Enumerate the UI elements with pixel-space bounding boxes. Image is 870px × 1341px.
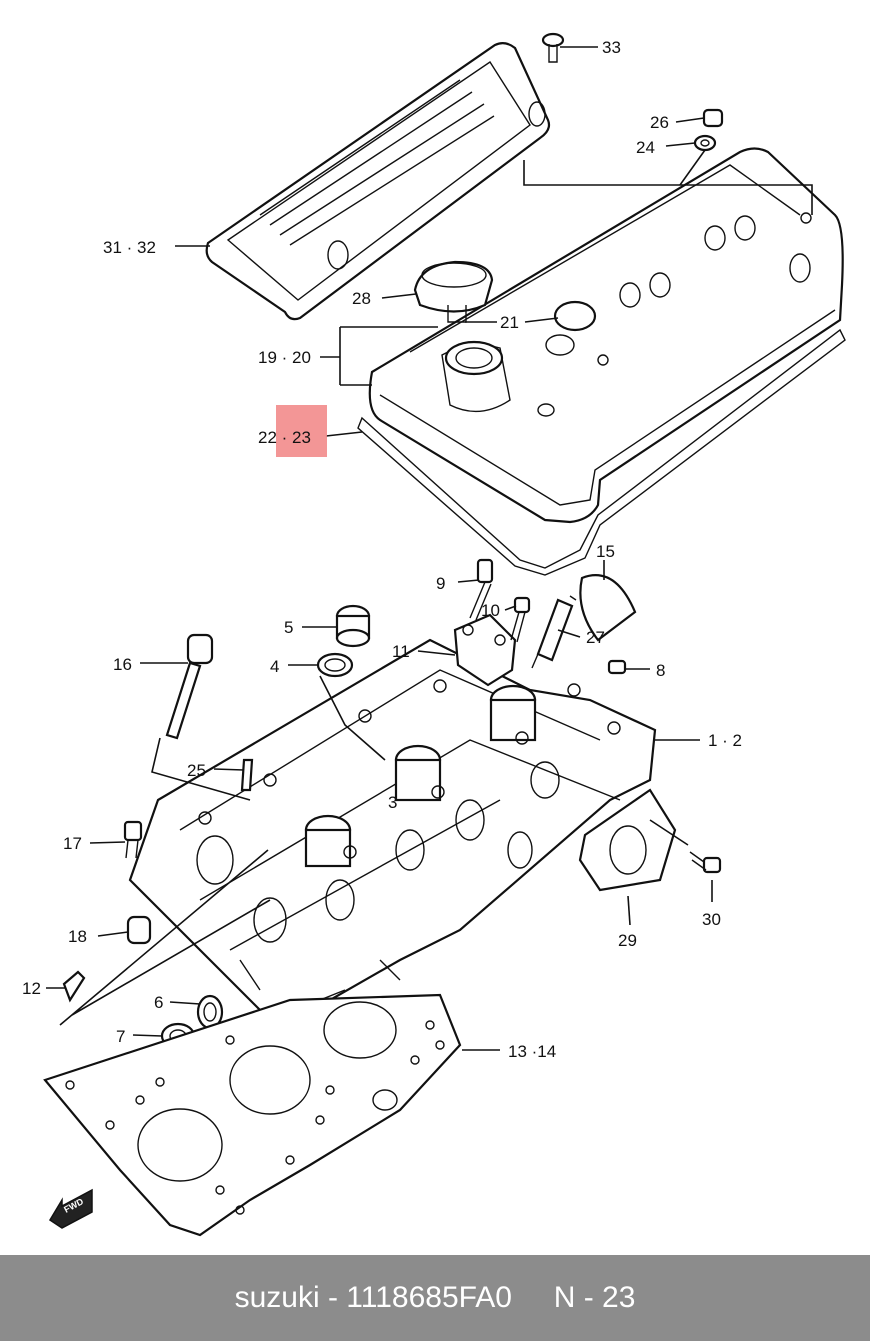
callout-4: 4 <box>270 657 279 676</box>
highlight-box <box>276 405 327 457</box>
head-gasket <box>43 993 462 1237</box>
callout-3: 3 <box>388 793 397 812</box>
washer-24 <box>693 134 717 152</box>
callout-24: 24 <box>636 138 655 157</box>
half-moon-plug <box>579 574 637 642</box>
nut-26 <box>702 108 724 128</box>
plug-18 <box>126 915 152 945</box>
callout-21: 21 <box>500 313 519 332</box>
footer-bar: suzuki - 1118685FA0 N - 23 <box>0 1255 870 1341</box>
spark-plug <box>531 595 577 669</box>
plug-5 <box>335 604 371 648</box>
callout-8: 8 <box>656 661 665 680</box>
callout-31-32: 31 · 32 <box>103 238 156 257</box>
callout-26: 26 <box>650 113 669 132</box>
callout-33: 33 <box>602 38 621 57</box>
callout-15: 15 <box>596 542 615 561</box>
fwd-arrow-icon: FWD <box>48 1188 93 1229</box>
leader-lines <box>46 46 813 1051</box>
bolt-30 <box>689 851 722 874</box>
cover-plate <box>205 41 551 321</box>
bolt-10 <box>510 596 531 643</box>
callout-11: 11 <box>392 642 410 661</box>
footer-ref-number: N - 23 <box>553 1281 636 1314</box>
seal-4 <box>316 652 354 678</box>
head-bolt-16 <box>165 633 214 740</box>
stud-9 <box>469 558 494 621</box>
cover-gasket <box>357 328 846 576</box>
cam-cap <box>453 613 517 687</box>
bracket-29 <box>578 788 677 892</box>
callout-22-23: 22 · 23 <box>258 428 311 447</box>
callout-17: 17 <box>63 834 82 853</box>
callout-28: 28 <box>352 289 371 308</box>
pin-8 <box>607 659 627 675</box>
bolt-17 <box>123 820 143 859</box>
bolt-33 <box>541 32 565 63</box>
callout-19-20: 19 · 20 <box>258 348 311 367</box>
callout-12: 12 <box>22 979 41 998</box>
callout-30: 30 <box>702 910 721 929</box>
footer-part-number: suzuki - 1118685FA0 <box>234 1281 512 1314</box>
cylinder-head <box>128 638 657 1032</box>
oil-filler-cap <box>413 260 494 323</box>
callout-labels: 33 26 24 31 · 32 28 21 19 · 20 22 · 23 1… <box>22 38 742 1061</box>
callout-13-14: 13 ·14 <box>508 1042 556 1061</box>
o-ring-21 <box>553 300 597 332</box>
callout-9: 9 <box>436 574 445 593</box>
stud-25 <box>240 758 254 792</box>
sensor-12 <box>62 970 86 1003</box>
callout-29: 29 <box>618 931 637 950</box>
exploded-parts-diagram: FWD <box>22 32 846 1237</box>
callout-27: 27 <box>586 628 605 647</box>
footer-spacer <box>512 1281 554 1315</box>
callout-10: 10 <box>481 601 500 620</box>
seal-6 <box>196 994 224 1030</box>
callout-5: 5 <box>284 618 293 637</box>
callout-1-2: 1 · 2 <box>708 731 742 750</box>
callout-7: 7 <box>116 1027 125 1046</box>
callout-18: 18 <box>68 927 87 946</box>
callout-6: 6 <box>154 993 163 1012</box>
callout-25: 25 <box>187 761 206 780</box>
callout-16: 16 <box>113 655 132 674</box>
